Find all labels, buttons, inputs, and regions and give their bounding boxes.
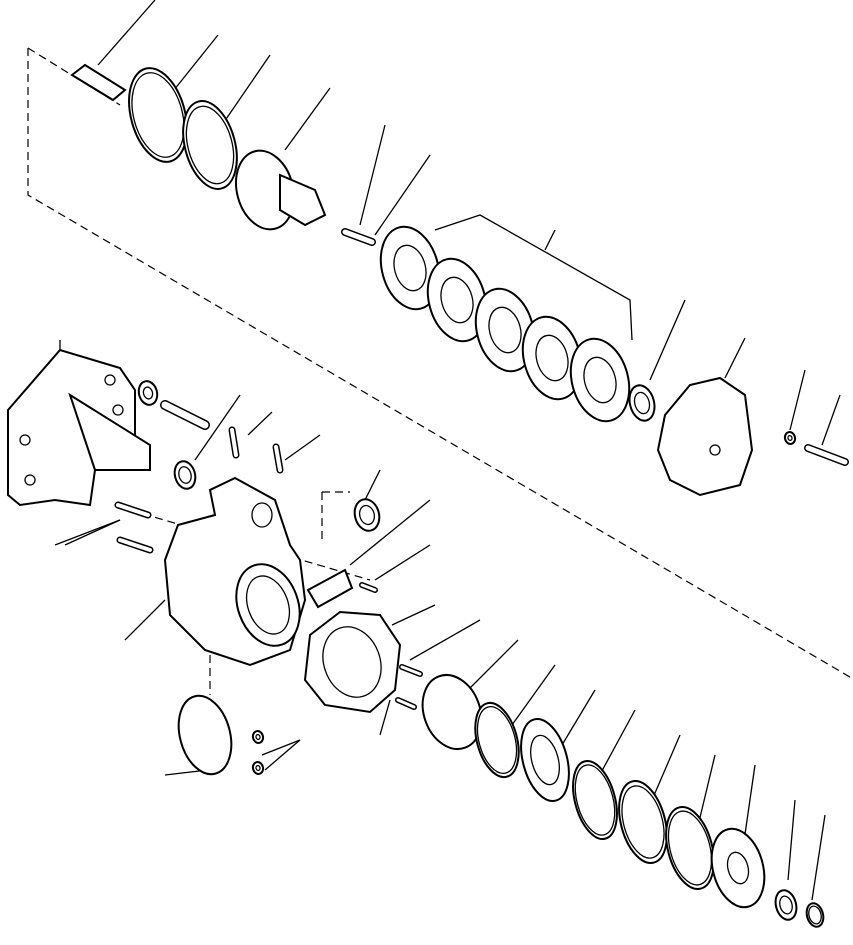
shaft-pin — [70, 63, 127, 102]
bolt-body — [161, 401, 209, 429]
leader-line — [64, 519, 121, 546]
washer — [251, 761, 265, 775]
end-cover — [656, 376, 754, 497]
leader-line — [169, 34, 219, 96]
seal-ring — [173, 460, 197, 490]
washer — [251, 730, 265, 744]
leader-lines — [54, 0, 841, 901]
mounting-bracket — [7, 348, 151, 507]
leader-line — [511, 664, 556, 726]
bolt-body — [396, 698, 416, 709]
thrust-washer — [569, 337, 631, 423]
leader-line — [221, 54, 271, 126]
breather-plate — [306, 568, 354, 609]
seal-ring — [628, 384, 656, 422]
leader-line — [651, 734, 681, 801]
leader-line — [724, 337, 746, 379]
leader-line — [261, 739, 301, 756]
thrust-washer — [379, 225, 441, 311]
o-ring — [474, 701, 520, 779]
leader-line — [97, 0, 156, 66]
leader-line — [359, 124, 386, 226]
parts — [7, 63, 849, 928]
leader-line — [561, 689, 596, 746]
leader-line — [349, 499, 431, 566]
leader-line — [596, 709, 636, 781]
thrust-washer — [426, 257, 488, 343]
backup-ring — [618, 780, 668, 864]
leader-line — [284, 87, 331, 151]
bolt-body — [118, 538, 152, 552]
leader-line — [811, 814, 826, 901]
group-bracket-line — [434, 214, 633, 341]
o-ring — [128, 67, 188, 163]
piston-cap — [421, 674, 483, 750]
o-ring — [805, 902, 825, 928]
leader-line — [194, 394, 241, 461]
leader-line — [379, 699, 391, 736]
cam-shaft — [235, 149, 327, 231]
washer — [783, 431, 797, 445]
seal-ring — [353, 498, 381, 532]
pump-housing — [163, 476, 307, 667]
leader-line — [789, 369, 806, 431]
lower-cap — [177, 694, 233, 776]
leader-line — [364, 469, 381, 501]
bolt-body — [360, 583, 377, 592]
bolt-body — [274, 445, 282, 472]
leader-line — [374, 544, 431, 581]
leader-line — [649, 299, 686, 381]
bolt-body — [342, 229, 375, 245]
o-ring — [572, 760, 618, 840]
leader-line — [391, 604, 436, 626]
leader-line — [544, 229, 556, 251]
bolt-body — [400, 665, 422, 676]
leader-line — [54, 519, 121, 546]
piston — [520, 718, 570, 802]
leader-line — [467, 639, 519, 691]
o-ring — [665, 806, 715, 890]
leader-line — [409, 619, 481, 661]
bolt-body — [230, 428, 238, 457]
leader-line — [821, 394, 841, 446]
leader-line — [374, 154, 431, 236]
leader-line — [124, 599, 166, 641]
washer — [137, 380, 159, 406]
bolt-body — [116, 503, 150, 517]
leader-line — [264, 739, 301, 771]
bolt-body — [805, 445, 848, 465]
leader-line — [284, 434, 321, 461]
gasket-plate — [303, 610, 402, 714]
end-plug — [710, 827, 766, 909]
backup-ring — [182, 100, 238, 190]
leader-line — [247, 411, 273, 436]
leader-line — [787, 799, 796, 881]
seal-ring — [774, 889, 798, 921]
